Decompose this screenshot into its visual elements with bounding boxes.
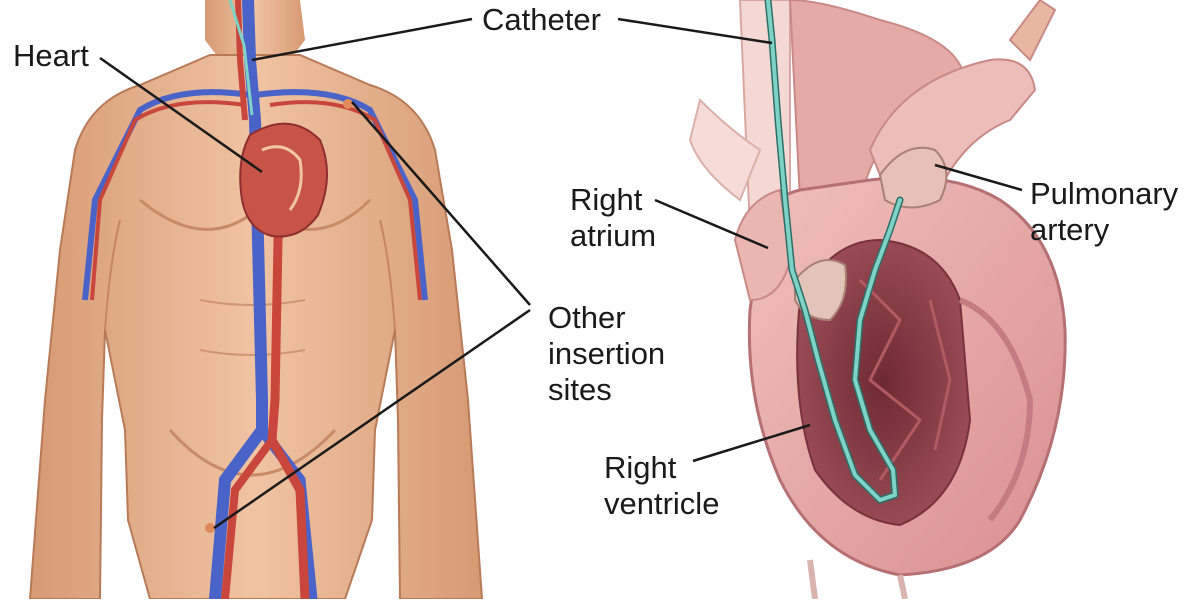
label-right-ventricle: Right ventricle: [604, 450, 719, 522]
label-right-atrium: Right atrium: [570, 182, 656, 254]
body-figure: [30, 0, 482, 599]
label-pulmonary-artery: Pulmonary artery: [1030, 176, 1178, 248]
label-other-insertion-sites: Other insertion sites: [548, 300, 665, 408]
heart-illustration: [240, 124, 327, 237]
label-catheter: Catheter: [482, 2, 601, 38]
label-heart: Heart: [13, 38, 89, 74]
heart-cutaway: [690, 0, 1065, 599]
